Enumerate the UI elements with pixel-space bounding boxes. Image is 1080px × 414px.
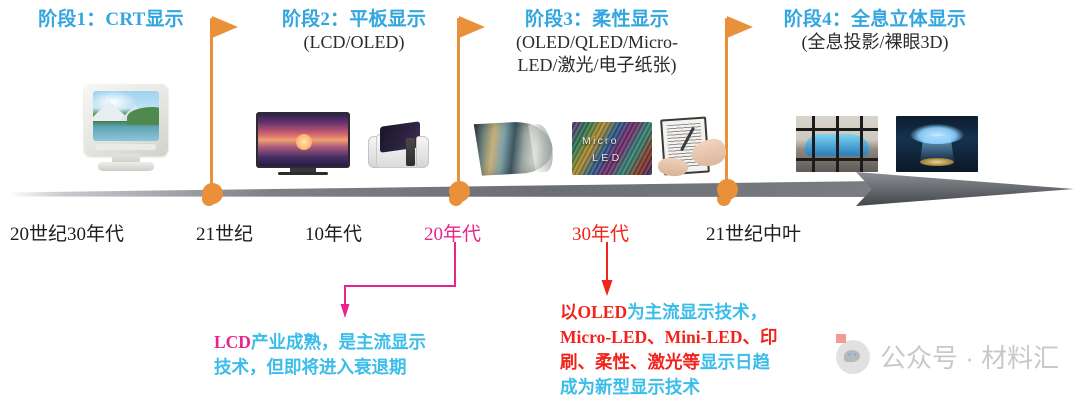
micro-led-screen: Micro LED [572, 122, 652, 175]
timeline-tick-label-5: 30年代 [572, 224, 630, 245]
annotation-lcd-line-1: LCD产业成熟，是主流显示 [214, 330, 504, 355]
micro-led-label-line2: LED [592, 152, 623, 164]
watermark-red-tick [836, 333, 846, 343]
timeline-node-3 [717, 179, 738, 200]
annotation-oled-note: 以OLED为主流显示技术， Micro-LED、Mini-LED、印 刷、柔性、… [560, 300, 860, 399]
annotation-oled-l2-s2: 、 [647, 326, 665, 347]
magenta-connector-line [344, 242, 456, 306]
annotation-oled-line-3: 刷、柔性、激光等显示日趋 [560, 350, 860, 375]
phase-subtitle-3-line1: (OLED/QLED/Micro- [516, 32, 678, 53]
annotation-oled-l3-s1: 刷、柔性、激光等 [560, 351, 700, 372]
device-flat-panel-tv [256, 112, 352, 176]
crt-base [98, 162, 154, 171]
holo-projection-photo [896, 116, 978, 172]
flag-pole-3 [725, 18, 728, 200]
phase-title-1: 阶段1：CRT显示 [38, 9, 184, 30]
timeline-node-2 [449, 181, 470, 202]
annotation-lcd-line-2: 技术，但即将进入衰退期 [214, 355, 504, 380]
annotation-oled-l2-s3: Mini-LED [664, 326, 743, 347]
device-crt-monitor [84, 84, 174, 176]
phase-subtitle-3-line2: LED/激光/电子纸张) [517, 54, 677, 75]
callout-connectors [340, 242, 613, 318]
flag-pennant-1 [212, 16, 238, 38]
crt-neck [112, 154, 140, 164]
phase-subtitle-2: (LCD/OLED) [303, 32, 405, 53]
annotation-oled-line-4: 成为新型显示技术 [560, 375, 860, 400]
timeline-tick-label-6: 21世纪中叶 [706, 224, 802, 245]
phase-title-3: 阶段3：柔性显示 [524, 9, 670, 30]
crt-screen-hill [127, 107, 159, 125]
annotation-lcd-l2-s1: 技术，但即将进入衰退期 [214, 356, 407, 377]
holo-post-right [860, 116, 863, 172]
phase-heading-3: 阶段3：柔性显示 (OLED/QLED/Micro- LED/激光/电子纸张) [486, 8, 708, 76]
crt-screen [93, 91, 159, 141]
annotation-lcd-note: LCD产业成熟，是主流显示 技术，但即将进入衰退期 [214, 330, 504, 380]
flag-pennant-2 [459, 16, 485, 38]
timeline-tick-label-2: 21世纪 [196, 224, 254, 245]
wechat-icon [836, 333, 870, 374]
crt-body [84, 84, 168, 156]
console-center-rail [406, 138, 415, 166]
timeline-tick-label-4: 20年代 [424, 224, 482, 245]
holo-post-left [812, 116, 815, 172]
flag-pennant-3 [727, 16, 753, 38]
annotation-lcd-l1-s1: LCD [214, 332, 251, 352]
tv-stand [290, 168, 316, 173]
device-handheld-game-console [366, 120, 434, 176]
crt-control-panel [96, 144, 156, 150]
annotation-oled-l2-s4: 、印 [742, 326, 778, 347]
console-right-controller [416, 136, 429, 168]
flag-pole-1 [210, 18, 213, 200]
phase-heading-4: 阶段4：全息立体显示 (全息投影/裸眼3D) [752, 8, 998, 54]
phase-heading-1: 阶段1：CRT显示 [16, 8, 206, 31]
phase-heading-2: 阶段2：平板显示 (LCD/OLED) [258, 8, 450, 54]
timeline-shaft [8, 181, 880, 197]
device-holographic-car-display [796, 116, 880, 174]
device-holographic-projection [896, 116, 980, 174]
watermark-text: 公众号 · 材料汇 [880, 343, 1060, 373]
annotation-oled-l1-s1: 以 [560, 302, 578, 322]
annotation-oled-line-1: 以OLED为主流显示技术， [560, 300, 860, 325]
annotation-oled-l3-s2: 显示日趋 [700, 351, 770, 372]
magenta-connector-arrowhead [340, 304, 350, 318]
annotation-oled-line-2: Micro-LED、Mini-LED、印 [560, 325, 860, 350]
tv-foot [278, 172, 328, 175]
timeline-axis [8, 172, 1074, 206]
phase-title-4: 阶段4：全息立体显示 [783, 9, 967, 30]
red-connector-arrowhead [601, 280, 613, 296]
holo-car-photo [796, 116, 878, 172]
timeline-tick-label-1: 20世纪30年代 [10, 224, 125, 245]
flag-pole-2 [457, 18, 460, 200]
timeline-arrowhead [856, 172, 1074, 206]
annotation-oled-l1-s2: OLED [577, 302, 628, 322]
timeline-node-1 [202, 183, 223, 204]
device-micro-led-panel: Micro LED [572, 122, 654, 176]
micro-led-label-line1: Micro [582, 135, 619, 147]
phase-subtitle-4: (全息投影/裸眼3D) [801, 32, 949, 53]
device-e-paper-tablet [656, 116, 730, 178]
annotation-oled-l4-s1: 成为新型显示技术 [560, 376, 700, 397]
annotation-lcd-l1-s2: 产业成熟，是主流显示 [250, 332, 426, 352]
timeline-tick-label-3: 10年代 [305, 224, 363, 245]
phase-title-2: 阶段2：平板显示 [281, 9, 427, 30]
tv-screen-sun [296, 134, 312, 150]
holo-post-mid [836, 116, 839, 172]
holo-projector-base [920, 158, 954, 166]
holo-light-beam [920, 136, 954, 162]
annotation-oled-l1-s3: 为主流显示技术， [627, 302, 768, 322]
annotation-oled-l2-s1: Micro-LED [560, 326, 648, 347]
watermark: 公众号 · 材料汇 [836, 333, 1060, 375]
